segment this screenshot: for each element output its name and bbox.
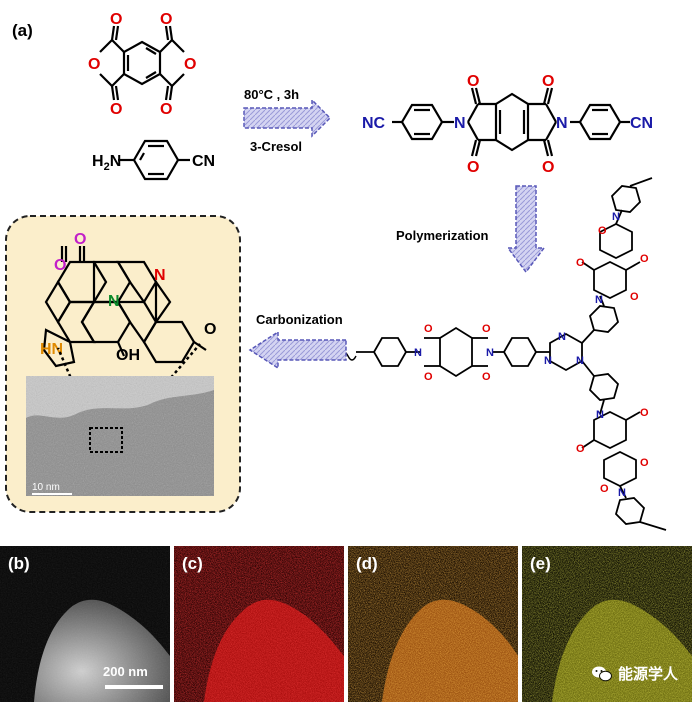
eds-map-e (522, 546, 692, 702)
atom-o: O (184, 56, 196, 73)
nitrile-label: CN (630, 115, 653, 132)
atom-n: N (595, 294, 603, 306)
atom-o: O (467, 73, 479, 90)
scale-bar (105, 685, 163, 689)
quinone-oxygen: O (74, 231, 86, 248)
triazine-polymer (339, 177, 667, 531)
atom-o: O (576, 443, 585, 455)
panel-label: (b) (8, 554, 30, 573)
atom-n: N (612, 211, 620, 223)
atom-o: O (110, 11, 122, 28)
atom-n: N (576, 355, 584, 367)
atom-n: N (558, 331, 566, 343)
atom-n: N (618, 487, 626, 499)
pyridinic-nitrogen: N (154, 267, 166, 284)
tem-image: 10 nm (26, 376, 214, 496)
atom-o: O (600, 483, 609, 495)
watermark: 能源学人 (591, 663, 678, 684)
atom-o: O (160, 101, 172, 118)
zoom-region (89, 427, 123, 453)
atom-o: O (88, 56, 100, 73)
panel-a-label: (a) (12, 21, 33, 40)
atom-o: O (542, 73, 554, 90)
atom-o: O (640, 253, 649, 265)
polymerization-arrow (506, 185, 546, 274)
carbonization-arrow (248, 330, 347, 370)
atom-o: O (467, 159, 479, 176)
atom-o: O (640, 457, 649, 469)
pyrrolic-nitrogen: HN (40, 341, 63, 358)
stem-image-panel: (b) 200 nm (0, 546, 170, 702)
reaction-solvent: 3-Cresol (250, 139, 302, 154)
atom-o: O (482, 323, 491, 335)
atom-n: N (454, 115, 466, 132)
panel-label: (c) (182, 554, 203, 573)
atom-o: O (630, 291, 639, 303)
atom-o: O (160, 11, 172, 28)
atom-o: O (542, 159, 554, 176)
atom-n: N (486, 347, 494, 359)
atom-o: O (598, 225, 607, 237)
n-doped-carbon-molecule (42, 246, 207, 368)
stem-image (0, 546, 170, 702)
aminobenzonitrile-molecule (118, 139, 190, 181)
eds-map-d (348, 546, 518, 702)
graphitic-nitrogen: N (108, 293, 120, 310)
tem-scale-label: 10 nm (32, 482, 60, 493)
watermark-text: 能源学人 (617, 665, 678, 683)
atom-o: O (110, 101, 122, 118)
atom-n: N (544, 355, 552, 367)
wechat-icon (591, 666, 612, 681)
reaction-temperature: 80°C , 3h (244, 87, 299, 102)
scale-bar-label: 200 nm (103, 664, 148, 679)
atom-o: O (424, 323, 433, 335)
atom-n: N (596, 409, 604, 421)
eds-map-panel-c: (c) (174, 546, 344, 702)
ether-oxygen: O (204, 321, 216, 338)
nitrile-label: NC (362, 115, 386, 132)
atom-o: O (424, 371, 433, 383)
panel-label: (d) (356, 554, 378, 573)
quinone-oxygen: O (54, 257, 66, 274)
atom-o: O (482, 371, 491, 383)
atom-o: O (576, 257, 585, 269)
eds-map-panel-e: (e) 能源学人 (522, 546, 692, 702)
reaction-arrow (243, 98, 332, 138)
atom-o: O (640, 407, 649, 419)
panel-label: (e) (530, 554, 551, 573)
eds-map-panel-d: (d) (348, 546, 518, 702)
atom-n: N (414, 347, 422, 359)
hydroxyl-group: OH (116, 347, 140, 364)
carbonization-label: Carbonization (256, 312, 343, 327)
pmda-molecule (99, 25, 185, 101)
polymerization-label: Polymerization (396, 228, 489, 243)
nitrile-label: CN (192, 153, 215, 170)
atom-n: N (556, 115, 568, 132)
amine-label: H2N (92, 153, 121, 173)
imide-monomer (392, 87, 630, 157)
eds-map-c (174, 546, 344, 702)
synthesis-scheme: (a) O O O O O O H2N CN 80°C , 3h 3-Creso… (5, 11, 667, 531)
